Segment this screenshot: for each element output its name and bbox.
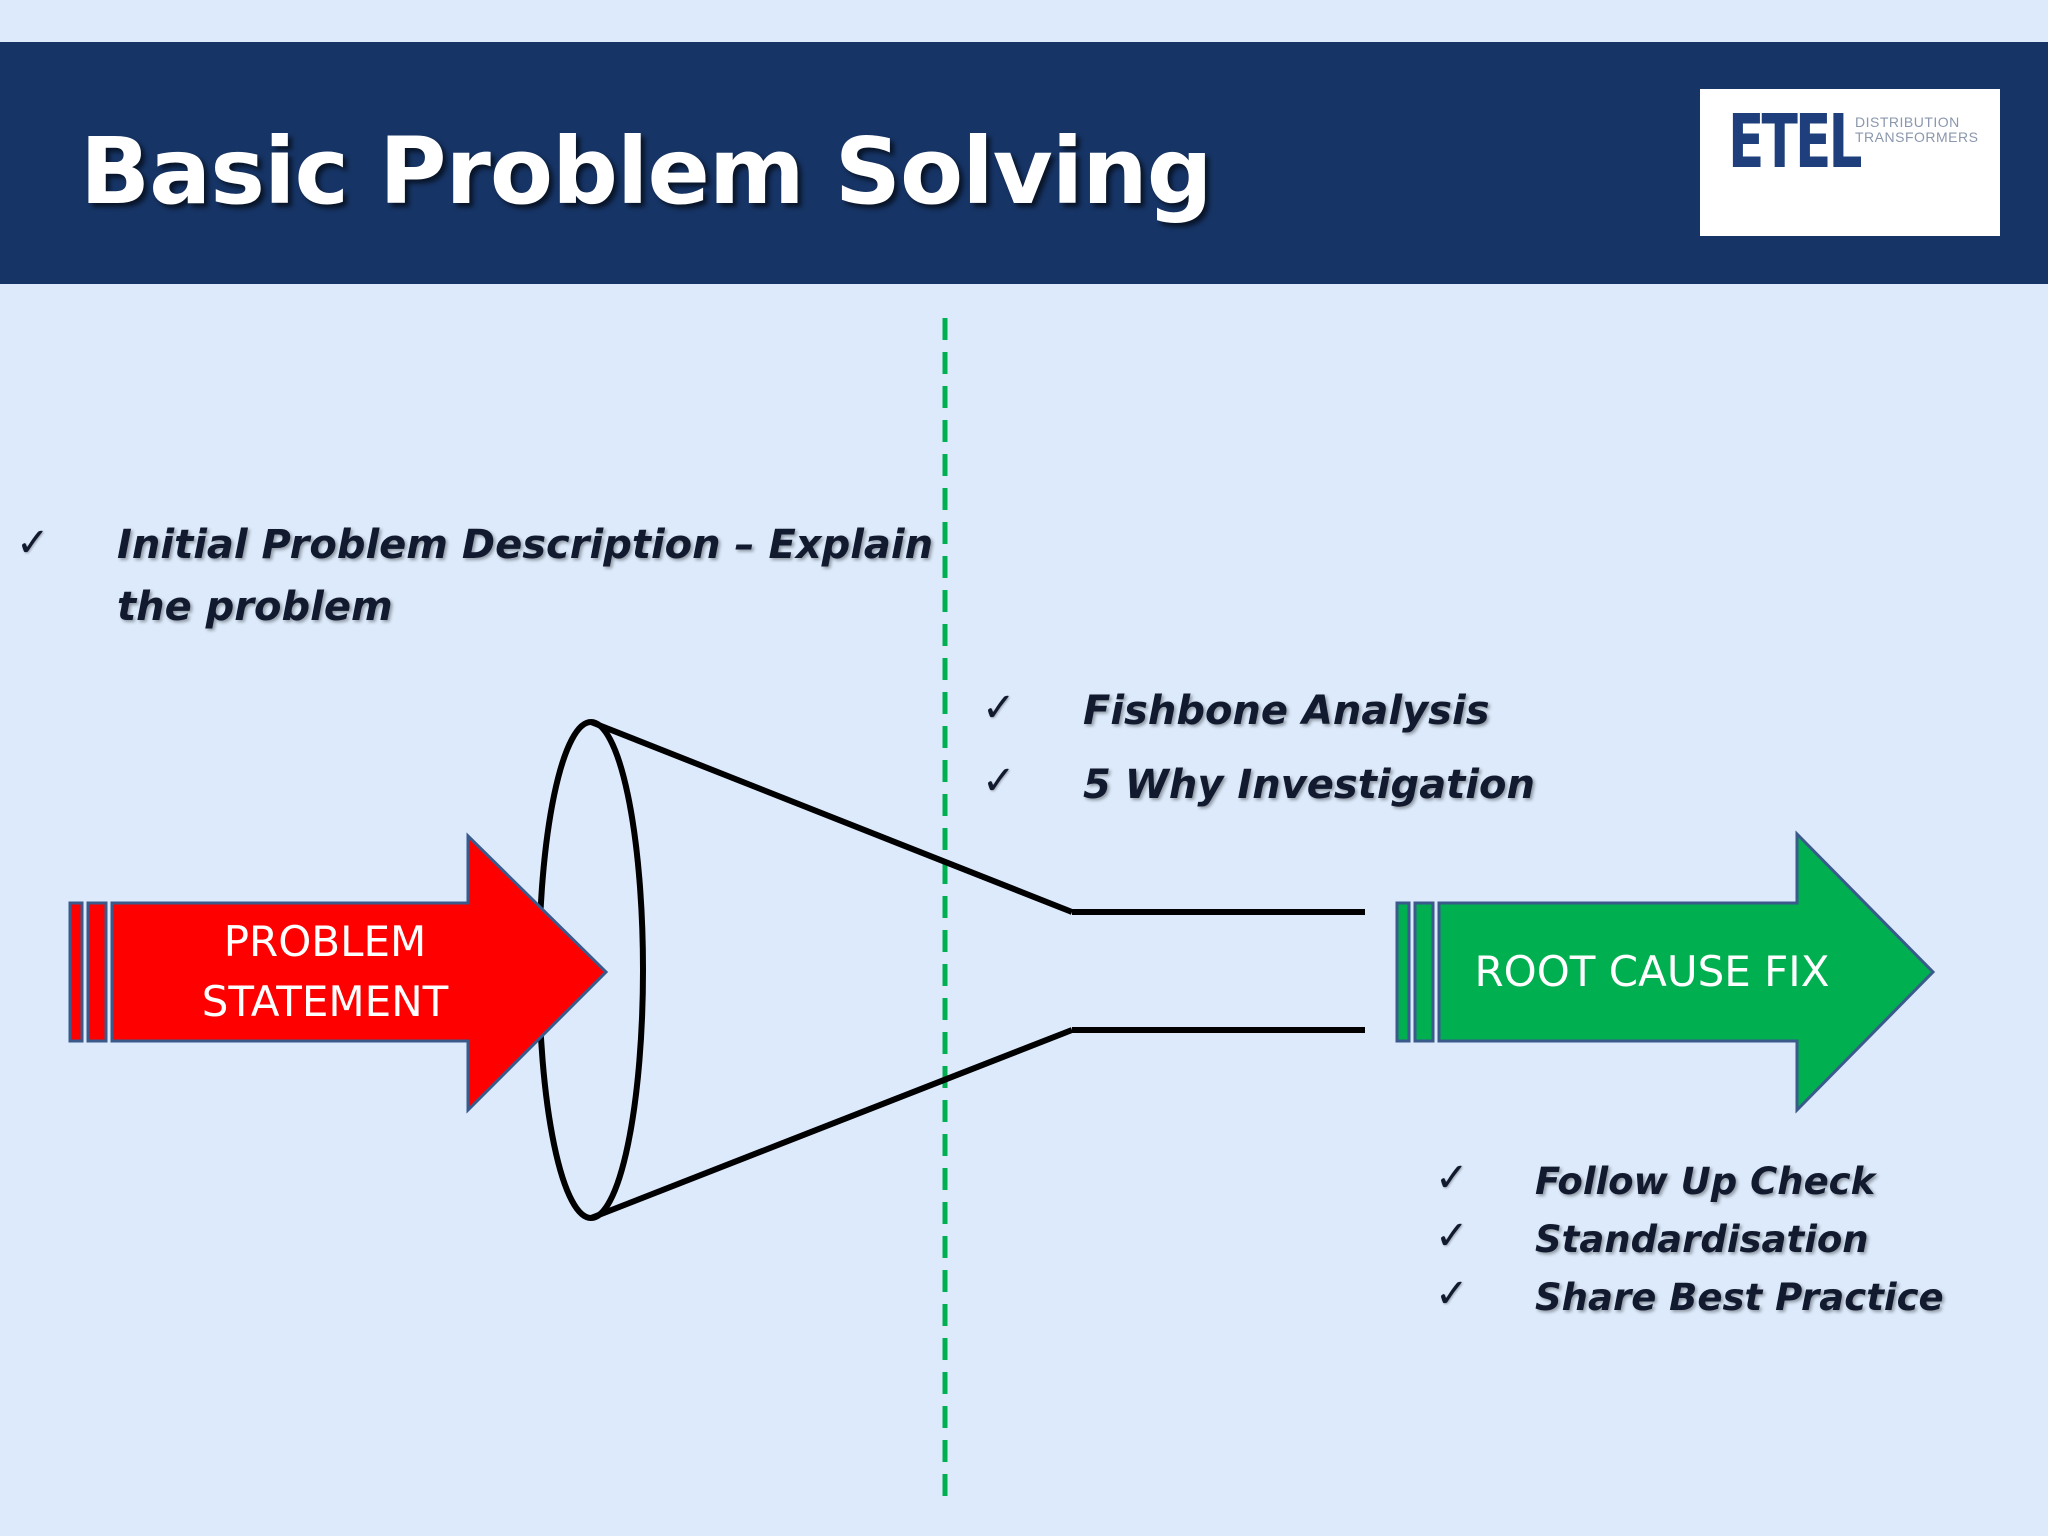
slide-title: Basic Problem Solving	[80, 118, 1213, 225]
follow-up-check-item: Follow Up Check	[1535, 1160, 1876, 1203]
arrow-body	[1437, 830, 1936, 1114]
problem-statement-arrow	[68, 832, 609, 1114]
logo-mark: ETEL	[1728, 99, 1862, 185]
check-mark-icon: ✓	[1435, 1155, 1469, 1201]
share-best-practice-item: Share Best Practice	[1535, 1276, 1944, 1319]
arrow-tail-stripe	[1413, 901, 1435, 1043]
root-cause-fix-arrow	[1395, 830, 1936, 1114]
company-logo: ETEL DISTRIBUTION TRANSFORMERS	[1700, 89, 2000, 236]
funnel-top-edge	[589, 719, 1074, 915]
fishbone-analysis-item: Fishbone Analysis	[1083, 688, 1490, 734]
logo-subtitle: DISTRIBUTION TRANSFORMERS	[1855, 114, 1979, 145]
arrow-tail-stripe	[86, 901, 108, 1043]
arrow-body	[110, 832, 609, 1114]
initial-problem-description-line1: Initial Problem Description – Explain	[117, 522, 934, 568]
check-mark-icon: ✓	[16, 520, 50, 566]
check-mark-icon: ✓	[982, 758, 1016, 804]
check-mark-icon: ✓	[982, 685, 1016, 731]
root-cause-fix-label: ROOT CAUSE FIX	[1474, 947, 1830, 996]
problem-statement-label: PROBLEM STATEMENT	[201, 917, 449, 1026]
standardisation-item: Standardisation	[1535, 1218, 1869, 1261]
initial-problem-description-line2: the problem	[117, 584, 393, 630]
arrow-tail-stripe	[68, 901, 84, 1043]
check-mark-icon: ✓	[1435, 1213, 1469, 1259]
five-why-investigation-item: 5 Why Investigation	[1083, 762, 1535, 808]
funnel-bottom-edge	[589, 1027, 1074, 1221]
arrow-tail-stripe	[1395, 901, 1411, 1043]
check-mark-icon: ✓	[1435, 1271, 1469, 1317]
